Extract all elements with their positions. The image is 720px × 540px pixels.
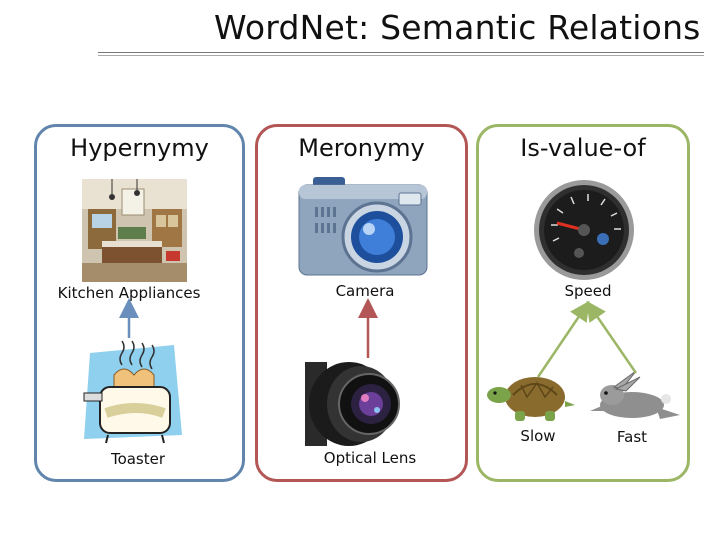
toaster-label: Toaster <box>110 450 166 468</box>
fast-speed-arrow <box>586 300 638 374</box>
toaster-icon <box>83 340 182 444</box>
speedometer-icon <box>534 180 634 280</box>
title-rule-shadow <box>98 55 704 56</box>
camera-label: Camera <box>335 282 395 300</box>
tortoise-icon <box>487 377 575 421</box>
kitchen-photo <box>82 179 187 282</box>
title-rule <box>98 52 704 53</box>
slide-title: WordNet: Semantic Relations <box>214 8 701 47</box>
lens-icon <box>305 362 400 446</box>
speed-label: Speed <box>564 282 612 300</box>
slow-speed-arrow <box>536 300 590 378</box>
rabbit-icon <box>590 370 680 419</box>
optical-lens-label: Optical Lens <box>323 449 417 467</box>
kitchen-appliances-label: Kitchen Appliances <box>57 284 201 302</box>
hypernymy-heading: Hypernymy <box>70 134 209 162</box>
camera-icon <box>298 177 428 276</box>
is-value-of-heading: Is-value-of <box>520 134 646 162</box>
fast-label: Fast <box>616 428 648 446</box>
slow-label: Slow <box>520 427 556 445</box>
meronymy-heading: Meronymy <box>298 134 425 162</box>
